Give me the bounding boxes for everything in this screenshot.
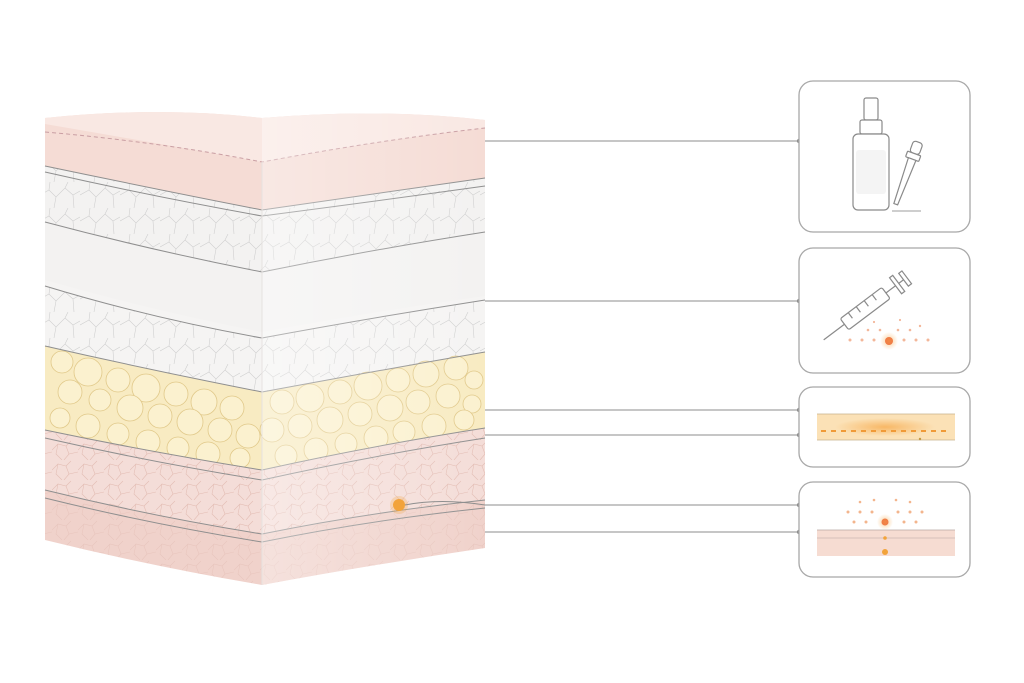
leader-lines xyxy=(404,138,802,535)
particle-diffusion-icon xyxy=(817,498,955,556)
syringe-icon xyxy=(823,270,913,341)
heat-band-icon xyxy=(817,413,955,441)
method-card-diffusion[interactable] xyxy=(798,481,971,578)
injection-particles xyxy=(848,318,930,350)
method-card-patch[interactable] xyxy=(798,386,971,468)
skin-block xyxy=(44,112,486,586)
method-card-topical[interactable] xyxy=(798,80,971,233)
method-card-injection[interactable] xyxy=(798,247,971,374)
target-marker xyxy=(393,499,405,511)
dropper-bottle-icon xyxy=(852,97,923,212)
